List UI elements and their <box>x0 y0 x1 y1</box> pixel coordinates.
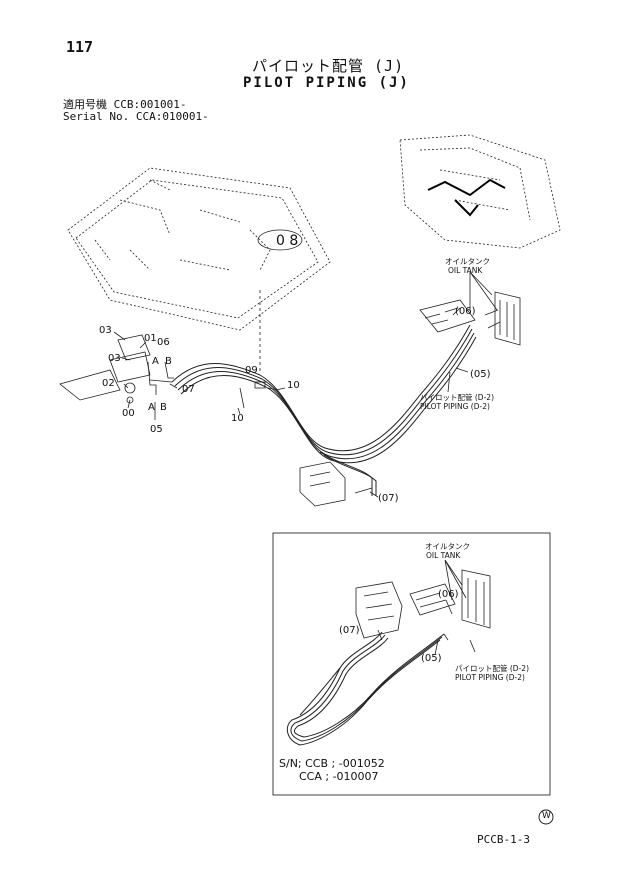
callout-03-bottom: 03 <box>108 353 121 364</box>
callout-A-top: A <box>152 356 159 367</box>
callout-07-paren: (07) <box>378 493 399 504</box>
inset-oil-tank <box>444 559 491 629</box>
w-marker-circle <box>538 809 554 825</box>
callout-07: 07 <box>182 384 195 395</box>
callout-A-bottom: A <box>148 402 155 413</box>
page-title-jp: パイロット配管 (J) <box>252 57 405 75</box>
callout-01: 01 <box>144 333 157 344</box>
callout-B-top: B <box>165 356 172 367</box>
inset-serial-line-2: CCA ; -010007 <box>299 770 379 783</box>
control-valve-block <box>419 299 476 333</box>
oil-tank-label-en: OIL TANK <box>448 266 483 275</box>
inset-hose-bundle <box>286 631 445 746</box>
inset-serial-line-1: S/N; CCB ; -001052 <box>279 757 385 770</box>
callout-06-paren: (06) <box>455 306 476 317</box>
inset-callout-05-paren: (05) <box>421 653 442 664</box>
serial-line-1: 適用号機 CCB:001001- <box>63 98 187 111</box>
callout-10-left: 10 <box>231 413 244 424</box>
page-title-en: PILOT PIPING (J) <box>243 75 410 91</box>
inset-control-valve <box>409 583 456 616</box>
callout-00: 00 <box>122 408 135 419</box>
callout-05-paren: (05) <box>470 369 491 380</box>
plate-stamp <box>257 229 303 251</box>
page-number: 117 <box>66 38 94 56</box>
pilot-piping-ref-en: PILOT PIPING (D-2) <box>420 402 490 411</box>
callout-10-right: 10 <box>287 380 300 391</box>
plate-stamp-text: 0 8 <box>276 233 299 249</box>
callout-02: 02 <box>102 378 115 389</box>
callout-06: 06 <box>157 337 170 348</box>
inset-frame <box>272 532 551 796</box>
oil-tank-fitting <box>494 291 521 346</box>
callout-05: 05 <box>150 424 163 435</box>
inset-callout-06-paren: (06) <box>438 589 459 600</box>
w-marker: W <box>542 811 551 821</box>
inset-pilot-piping-ref-en: PILOT PIPING (D-2) <box>455 673 525 682</box>
callout-09: 09 <box>245 365 258 376</box>
floor-plate <box>67 167 331 331</box>
inset-callout-07-paren: (07) <box>339 625 360 636</box>
lower-valve <box>299 461 346 507</box>
serial-line-2: Serial No. CCA:010001- <box>63 110 209 123</box>
callout-B-bottom: B <box>160 402 167 413</box>
callout-03-top: 03 <box>99 325 112 336</box>
inset-joystick-valve <box>355 581 403 639</box>
left-valve-assembly <box>59 334 173 404</box>
page-code: PCCB-1-3 <box>477 833 530 846</box>
pilot-hose-bundle <box>171 324 477 496</box>
oil-tank-label-jp: オイルタンク <box>445 257 490 266</box>
inset-pilot-piping-ref-jp: パイロット配管 (D-2) <box>455 664 529 673</box>
inset-oil-tank-label-jp: オイルタンク <box>425 542 470 551</box>
machine-thumbnail <box>399 134 561 249</box>
inset-oil-tank-label-en: OIL TANK <box>426 551 461 560</box>
pilot-piping-ref-jp: パイロット配管 (D-2) <box>420 393 494 402</box>
